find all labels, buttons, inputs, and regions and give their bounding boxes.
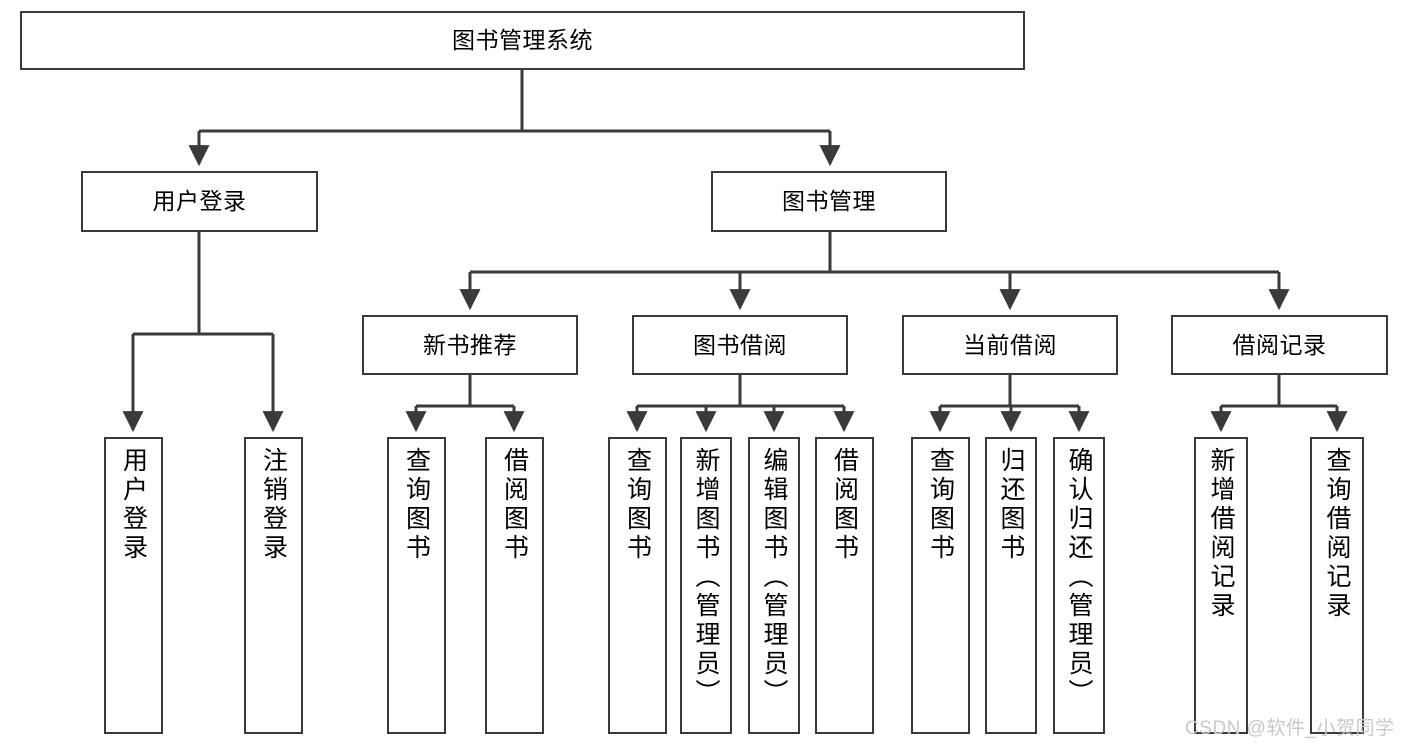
- node-borrow-record[interactable]: 借阅记录: [1171, 315, 1388, 375]
- node-leaf-add-book[interactable]: 新增图书（管理员）: [680, 437, 732, 734]
- node-leaf-query-record-label: 查询借阅记录: [1323, 447, 1351, 621]
- node-leaf-add-record-label: 新增借阅记录: [1207, 447, 1235, 621]
- node-leaf-query-book-1[interactable]: 查询图书: [387, 437, 446, 734]
- node-leaf-confirm-return-label: 确认归还（管理员）: [1065, 447, 1093, 708]
- node-user-login[interactable]: 用户登录: [81, 171, 318, 232]
- node-leaf-add-record[interactable]: 新增借阅记录: [1194, 437, 1248, 734]
- node-leaf-borrow-book-1-label: 借阅图书: [500, 447, 529, 563]
- node-leaf-confirm-return[interactable]: 确认归还（管理员）: [1053, 437, 1105, 734]
- node-leaf-borrow-book-2-label: 借阅图书: [830, 447, 859, 563]
- node-leaf-query-book-2-label: 查询图书: [623, 447, 652, 563]
- node-book-manage[interactable]: 图书管理: [711, 171, 947, 232]
- node-leaf-query-record[interactable]: 查询借阅记录: [1310, 437, 1364, 734]
- node-root[interactable]: 图书管理系统: [20, 11, 1025, 70]
- node-current-borrow-label: 当前借阅: [963, 331, 1057, 358]
- node-leaf-logout[interactable]: 注销登录: [244, 437, 303, 734]
- node-leaf-borrow-book-1[interactable]: 借阅图书: [485, 437, 544, 734]
- node-leaf-query-book-3-label: 查询图书: [926, 447, 955, 563]
- node-current-borrow[interactable]: 当前借阅: [902, 315, 1118, 375]
- node-leaf-logout-label: 注销登录: [259, 447, 288, 563]
- node-leaf-borrow-book-2[interactable]: 借阅图书: [815, 437, 874, 734]
- node-leaf-query-book-3[interactable]: 查询图书: [911, 437, 970, 734]
- watermark: CSDN @软件_小贺同学: [1185, 718, 1395, 739]
- node-user-login-label: 用户登录: [152, 188, 247, 215]
- node-leaf-query-book-2[interactable]: 查询图书: [608, 437, 667, 734]
- node-leaf-return-book[interactable]: 归还图书: [985, 437, 1037, 734]
- node-leaf-query-book-1-label: 查询图书: [402, 447, 431, 563]
- node-book-borrow-label: 图书借阅: [693, 331, 787, 358]
- node-borrow-record-label: 借阅记录: [1232, 331, 1327, 358]
- node-root-label: 图书管理系统: [452, 27, 593, 54]
- node-leaf-return-book-label: 归还图书: [997, 447, 1025, 563]
- node-leaf-add-book-label: 新增图书（管理员）: [692, 447, 720, 708]
- node-book-borrow[interactable]: 图书借阅: [632, 315, 848, 375]
- node-new-book-rec[interactable]: 新书推荐: [362, 315, 578, 375]
- node-book-manage-label: 图书管理: [782, 188, 876, 215]
- node-leaf-user-login-label: 用户登录: [119, 447, 148, 563]
- node-leaf-edit-book-label: 编辑图书（管理员）: [760, 447, 788, 708]
- node-leaf-user-login[interactable]: 用户登录: [104, 437, 163, 734]
- node-new-book-rec-label: 新书推荐: [423, 331, 517, 358]
- node-leaf-edit-book[interactable]: 编辑图书（管理员）: [748, 437, 800, 734]
